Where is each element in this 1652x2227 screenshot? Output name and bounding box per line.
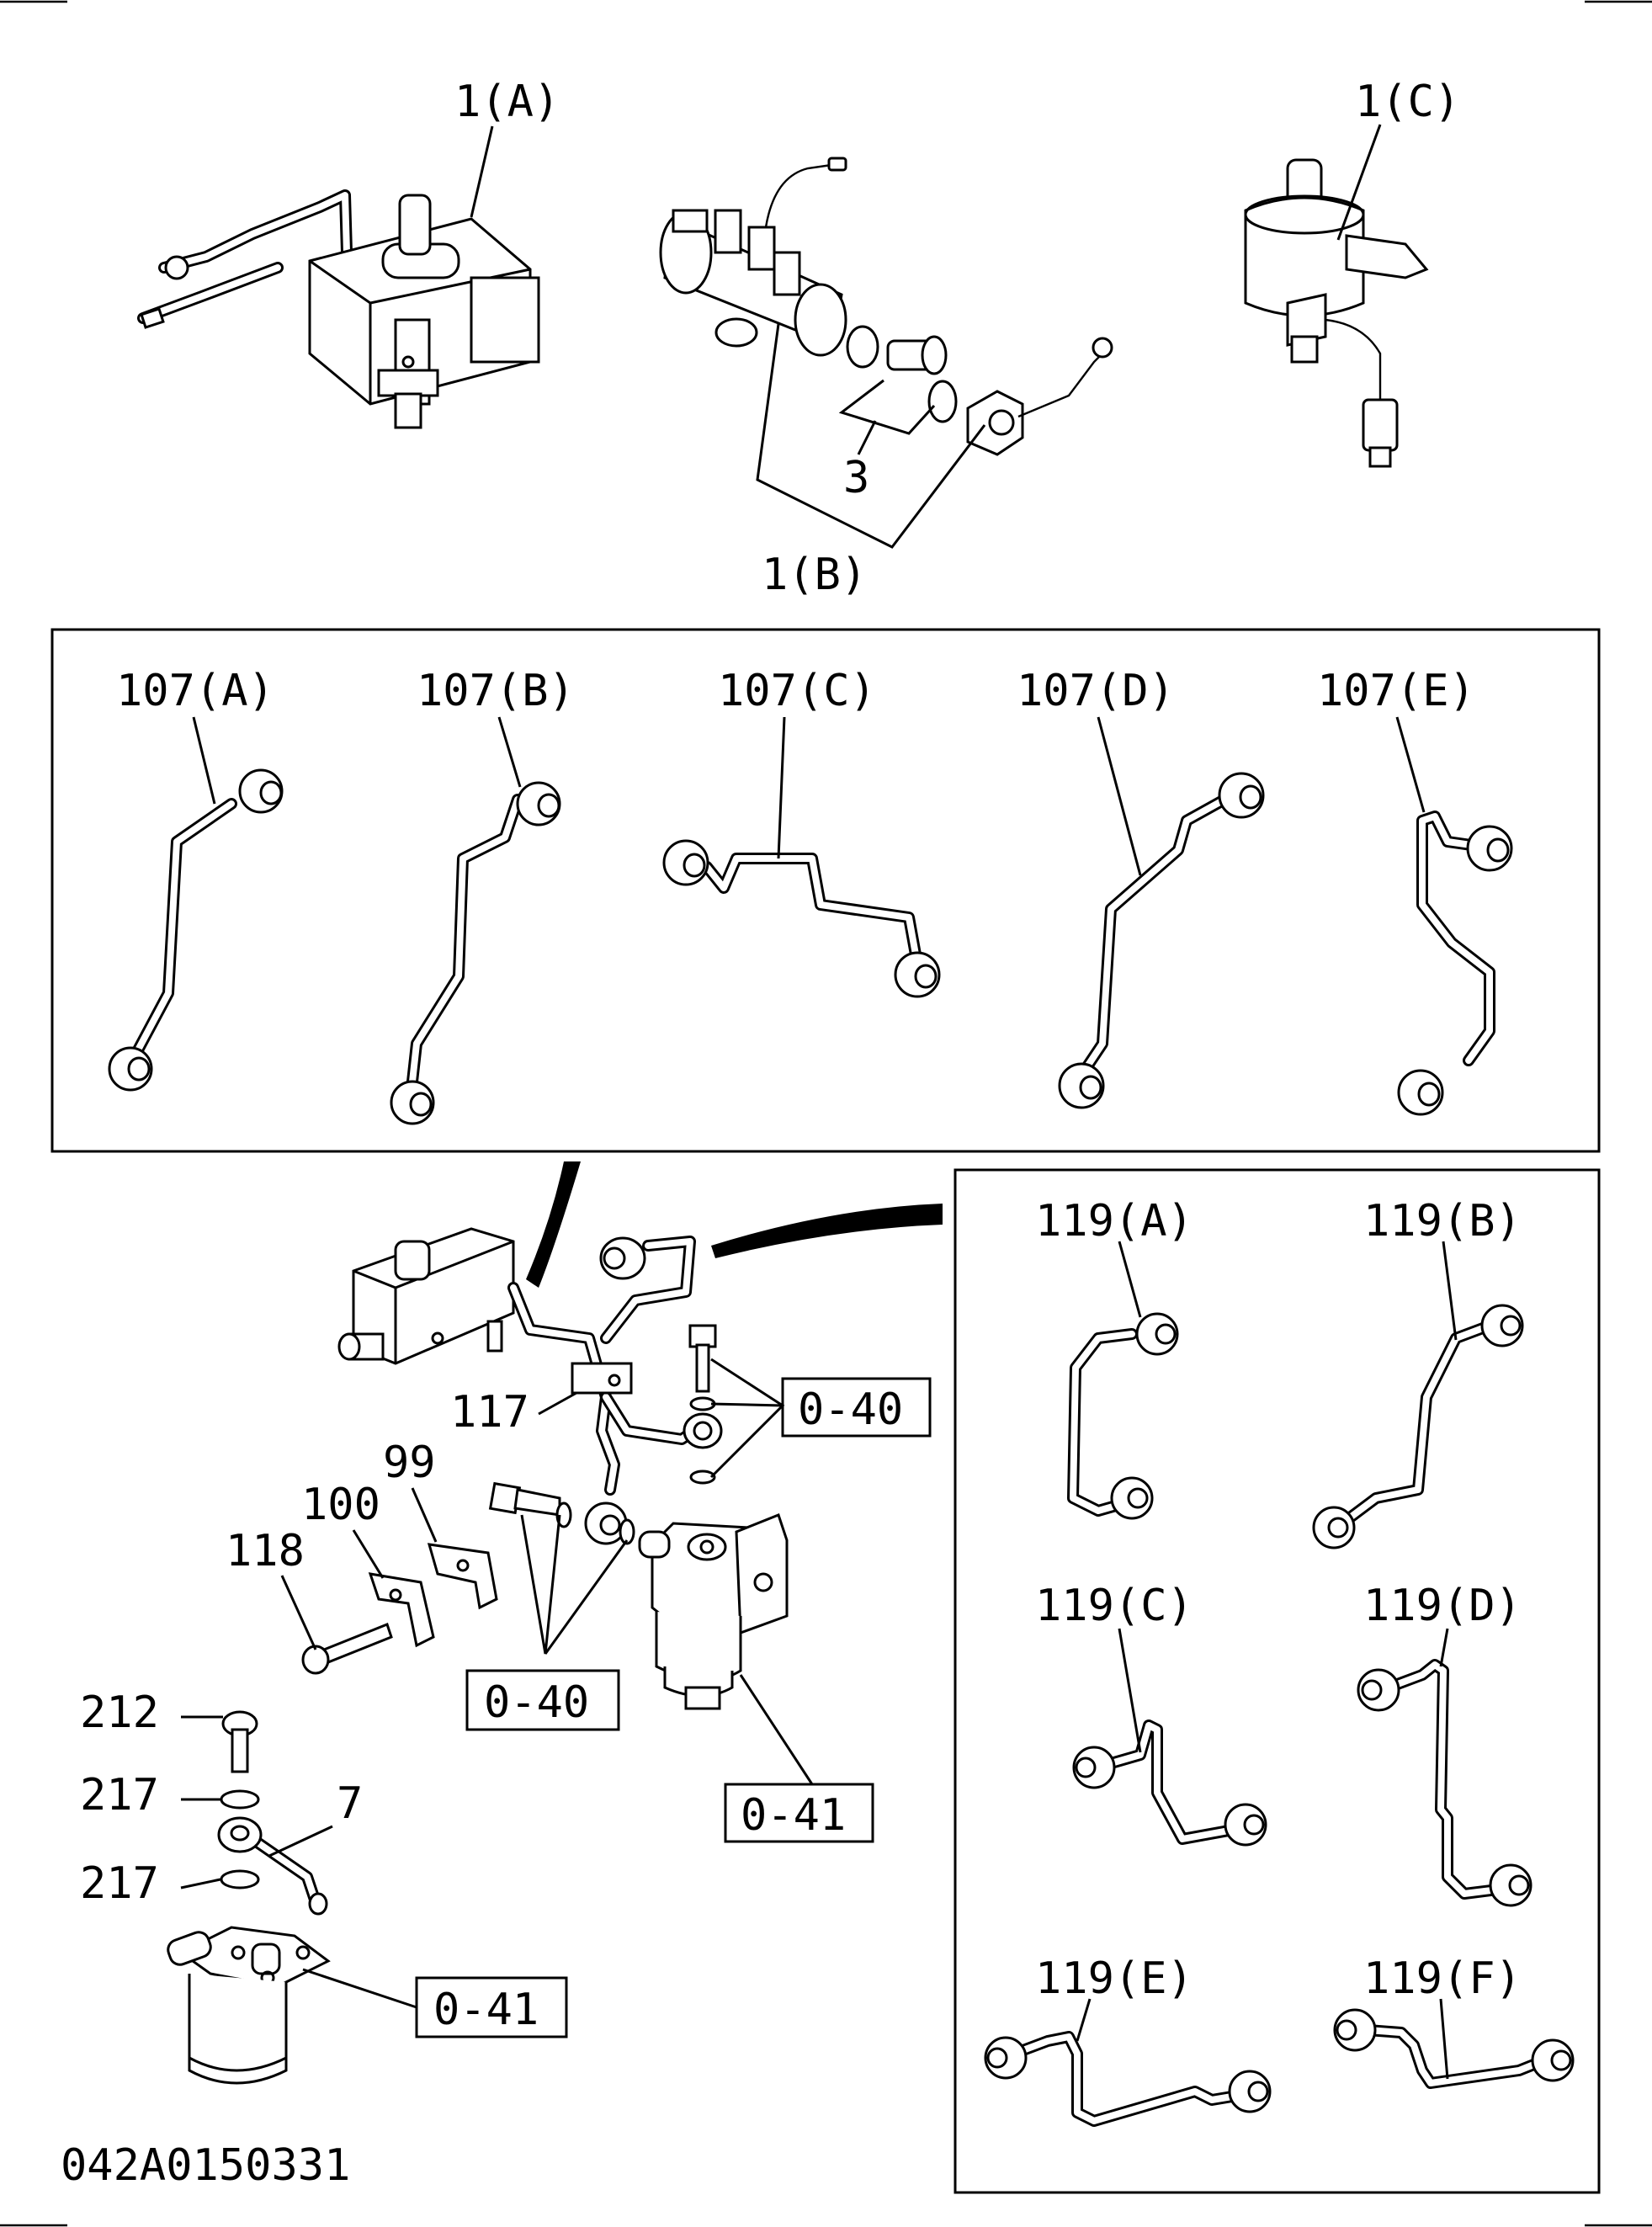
label-part-118: 118	[226, 1526, 305, 1576]
leader-119a	[1118, 1241, 1142, 1318]
leaders-1b	[756, 323, 986, 549]
pipe-107e-illustration	[1397, 811, 1513, 1116]
leader-119f	[1439, 1998, 1449, 2080]
label-pump-1c: 1(C)	[1355, 77, 1460, 127]
label-pipe-107b: 107(B)	[417, 666, 575, 716]
pipe-107a-illustration	[108, 768, 284, 1092]
leader-040-upper-a	[709, 1358, 785, 1479]
ref-041-center: 0-41	[741, 1790, 846, 1841]
pipe-107b-illustration	[390, 781, 561, 1125]
pipe-119b-illustration	[1312, 1304, 1524, 1549]
label-pipe-119e: 119(E)	[1035, 1953, 1193, 2004]
label-pipe-119b: 119(B)	[1363, 1196, 1522, 1246]
leader-117	[538, 1391, 577, 1416]
pipes-107-frame	[50, 628, 1601, 1153]
leader-118	[280, 1575, 317, 1650]
eye-bolt-212-illustration	[221, 1710, 258, 1773]
pipe-119d-illustration	[1357, 1659, 1532, 1907]
ref-040-lower: 0-40	[484, 1677, 589, 1728]
fuel-filter-center-illustration	[638, 1513, 789, 1710]
label-pipe-107e: 107(E)	[1317, 666, 1475, 716]
leader-100	[352, 1529, 385, 1579]
leader-107a	[192, 716, 216, 805]
pipe-119a-illustration	[1067, 1312, 1179, 1520]
fuel-pump-1a-illustration	[137, 189, 540, 429]
pipe-119f-illustration	[1333, 2008, 1575, 2089]
ref-040-upper: 0-40	[798, 1385, 903, 1435]
label-part-212: 212	[80, 1688, 159, 1738]
pipes-119-frame	[953, 1168, 1601, 2194]
leader-217-lower	[180, 1878, 221, 1889]
label-part-99: 99	[383, 1438, 436, 1488]
ref-box-041-center	[724, 1783, 874, 1843]
label-pipe-107c: 107(C)	[718, 666, 876, 716]
label-part-217-lower: 217	[80, 1858, 159, 1909]
pipe-119-assembled-illustration	[507, 1236, 723, 1545]
pipe-107d-illustration	[1058, 772, 1265, 1109]
leader-040-lower-a	[520, 1514, 561, 1655]
label-pump-1b-part-3: 3	[843, 453, 869, 503]
leader-119b	[1442, 1241, 1458, 1341]
pointer-arrow-left	[526, 1161, 581, 1288]
leader-99	[411, 1487, 438, 1543]
leader-119e	[1076, 1998, 1092, 2042]
pipe-119c-illustration	[1072, 1719, 1267, 1847]
label-pump-1a: 1(A)	[454, 77, 560, 127]
drawing-number: 042A0150331	[61, 2140, 350, 2191]
leader-107c	[777, 716, 786, 859]
injection-pump-illustration	[337, 1227, 515, 1365]
label-part-100: 100	[301, 1480, 380, 1530]
label-pump-1b: 1(B)	[762, 550, 867, 600]
fuel-pump-1c-illustration	[1244, 158, 1429, 468]
bolt-118-illustration	[301, 1623, 393, 1675]
pipe-119e-illustration	[984, 2031, 1272, 2127]
leader-041-center	[739, 1674, 814, 1785]
clamp-99-illustration	[427, 1543, 498, 1610]
label-pipe-119d: 119(D)	[1363, 1581, 1522, 1631]
label-pipe-107d: 107(D)	[1017, 666, 1175, 716]
banjo-bolt-upper-illustration	[688, 1324, 717, 1485]
leader-040-lower-b	[544, 1539, 629, 1655]
leader-119d	[1439, 1628, 1449, 1667]
leader-107d	[1097, 716, 1142, 876]
fuel-filter-left-illustration	[167, 1926, 331, 2085]
pointer-arrow-right	[711, 1204, 943, 1258]
label-part-7: 7	[337, 1778, 363, 1829]
washer-217-upper-illustration	[220, 1789, 260, 1810]
ref-box-041-left	[415, 1976, 568, 2038]
ref-box-040-upper	[781, 1377, 932, 1438]
label-pipe-119c: 119(C)	[1035, 1581, 1193, 1631]
fuel-pump-1b-illustration	[659, 157, 1113, 456]
label-part-117: 117	[450, 1387, 529, 1438]
banjo-7-illustration	[217, 1816, 328, 1916]
label-pipe-107a: 107(A)	[116, 666, 274, 716]
ref-box-040-lower	[465, 1669, 620, 1731]
leader-041-left	[302, 1968, 417, 2009]
leader-119c	[1118, 1628, 1142, 1753]
pipe-107c-illustration	[662, 839, 941, 998]
leader-1a	[470, 125, 494, 218]
label-pipe-119f: 119(F)	[1363, 1953, 1522, 2004]
label-pipe-119a: 119(A)	[1035, 1196, 1193, 1246]
washer-217-lower-illustration	[220, 1869, 260, 1889]
leader-7	[268, 1825, 333, 1858]
leader-040-upper-b	[710, 1402, 784, 1407]
leader-1c	[1336, 124, 1382, 241]
leader-107b	[497, 716, 522, 788]
clamp-100-illustration	[368, 1572, 435, 1648]
label-part-217-upper: 217	[80, 1770, 159, 1820]
leader-107e	[1395, 716, 1426, 813]
ref-041-left: 0-41	[433, 1985, 539, 2035]
